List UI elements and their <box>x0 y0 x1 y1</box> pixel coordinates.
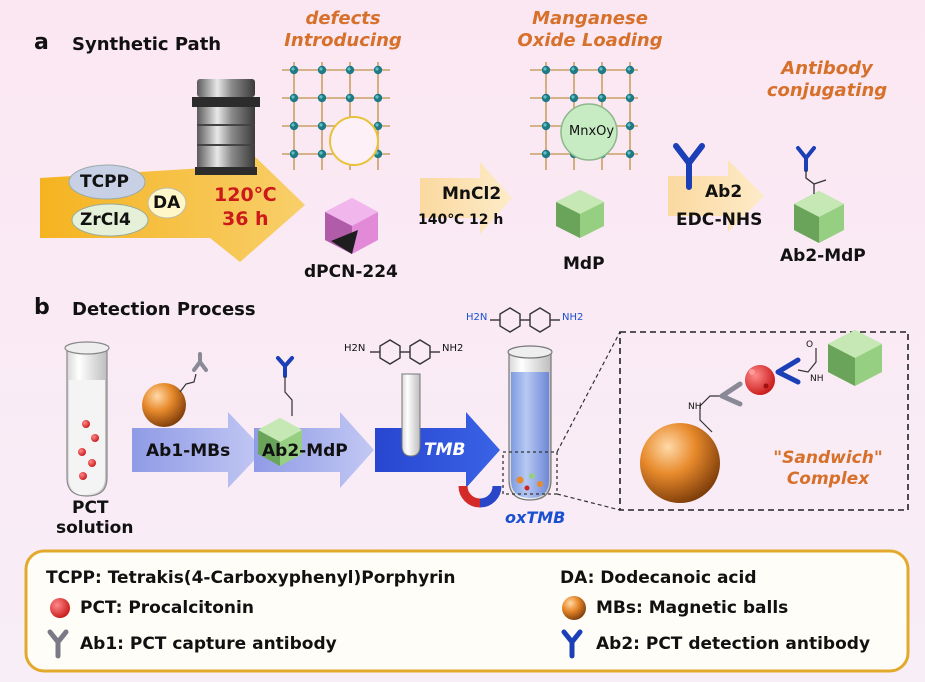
tmb-nh2: NH2 <box>442 343 464 354</box>
step3-title: Antibody conjugating <box>766 58 888 101</box>
legend-ab1: Ab1: PCT capture antibody <box>80 634 337 654</box>
reagent-da: DA <box>153 193 181 213</box>
complex-nh-1: NH <box>688 402 702 412</box>
reagent-tcpp: TCPP <box>80 172 129 192</box>
cond-temp: 120℃ <box>214 184 277 206</box>
oxtmb-h2n: H2N <box>466 312 488 323</box>
arrow3-reagent: Ab2 <box>705 182 743 202</box>
cond-time: 36 h <box>222 208 269 230</box>
step1-title: defects Introducing <box>284 8 402 51</box>
magnet-icon <box>458 485 502 508</box>
panel-a-letter: a <box>34 30 49 55</box>
legend-ab2: Ab2: PCT detection antibody <box>596 634 871 654</box>
autoclave-icon <box>192 79 260 175</box>
arrow-tmb-label: TMB <box>424 440 466 460</box>
dpcn-crystal-icon <box>325 198 378 254</box>
reagent-zrcl4: ZrCl4 <box>80 210 131 230</box>
pct-solution-line1: PCT <box>72 498 109 518</box>
pct-in-complex-icon <box>745 365 775 395</box>
oxtmb-tube-icon <box>502 345 558 501</box>
legend-tcpp: TCPP: Tetrakis(4-Carboxyphenyl)Porphyrin <box>46 568 456 588</box>
step2-title: Manganese Oxide Loading <box>517 8 663 51</box>
oxtmb-nh2: NH2 <box>562 312 584 323</box>
ab1-legend-icon <box>47 629 69 659</box>
arrow2-cond: 140℃ 12 h <box>418 212 504 228</box>
oxtmb-label: oxTMB <box>505 508 566 527</box>
tmb-h2n: H2N <box>344 343 366 354</box>
arrow-ab2-mdp-label: Ab2-MdP <box>262 441 348 461</box>
pct-tube-icon <box>64 341 110 497</box>
tmb-structure-icon <box>370 339 440 365</box>
oxtmb-structure-icon <box>490 307 560 333</box>
legend-pct: PCT: Procalcitonin <box>80 598 254 618</box>
product-dpcn: dPCN-224 <box>304 262 398 282</box>
legend-mbs: MBs: Magnetic balls <box>596 598 789 618</box>
mdp-crystal-icon <box>556 190 604 238</box>
panel-b-title: Detection Process <box>72 299 256 320</box>
complex-line1: "Sandwich" <box>773 448 883 468</box>
complex-nh-2: NH <box>810 374 824 384</box>
panel-b-letter: b <box>34 295 50 320</box>
panel-a-title: Synthetic Path <box>72 34 222 55</box>
product-mdp: MdP <box>563 254 605 274</box>
legend-da: DA: Dodecanoic acid <box>560 568 757 588</box>
legend-box <box>24 549 910 673</box>
pct-solution-line2: solution <box>56 518 134 538</box>
complex-line2: Complex <box>786 469 870 489</box>
mnxoy-label: MnxOy <box>569 124 615 139</box>
arrow3-cond: EDC-NHS <box>676 210 763 230</box>
mbs-legend-icon <box>562 596 586 620</box>
ab2-mdp-icon <box>794 146 844 243</box>
arrow2-reagent: MnCl2 <box>442 184 502 204</box>
pct-legend-icon <box>50 598 70 618</box>
ab2-antibody-icon <box>673 143 705 190</box>
ab2-legend-icon <box>561 629 583 659</box>
arrow-ab1-mbs-label: Ab1-MBs <box>146 441 231 461</box>
product-ab2-mdp: Ab2-MdP <box>780 246 866 266</box>
complex-o: O <box>806 340 814 350</box>
